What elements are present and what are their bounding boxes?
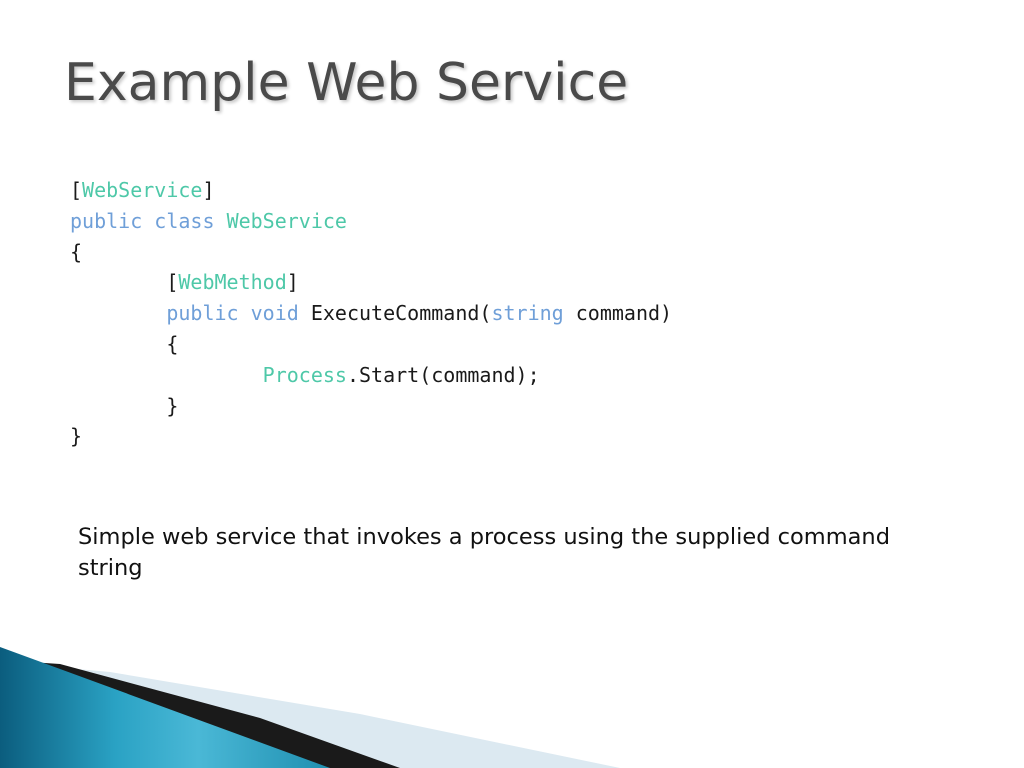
code-type-name: Process xyxy=(262,362,347,387)
code-text: ExecuteCommand( xyxy=(298,301,492,326)
code-text: } xyxy=(70,424,83,449)
code-line: public void ExecuteCommand(string comman… xyxy=(70,298,672,329)
code-text: ] xyxy=(286,270,299,295)
code-keyword: public xyxy=(70,208,143,233)
code-line: } xyxy=(70,391,672,422)
code-keyword: void xyxy=(250,301,299,326)
code-keyword: public xyxy=(166,301,239,326)
code-keyword: string xyxy=(491,301,564,326)
code-text: [ xyxy=(166,270,179,295)
code-line: public class WebService xyxy=(70,206,672,237)
code-text: { xyxy=(70,239,83,264)
code-line: Process.Start(command); xyxy=(70,360,672,391)
code-line: [WebService] xyxy=(70,175,672,206)
code-type-name: WebService xyxy=(82,178,203,202)
code-text: command) xyxy=(563,301,673,326)
code-line: } xyxy=(70,421,672,452)
code-type-name: WebService xyxy=(226,208,347,233)
slide-caption: Simple web service that invokes a proces… xyxy=(78,524,890,581)
teal-gradient-band xyxy=(0,647,330,768)
code-block: [WebService]public class WebService{ [We… xyxy=(70,175,672,452)
code-keyword: class xyxy=(154,208,215,233)
code-text: [ xyxy=(70,178,83,202)
code-text: ] xyxy=(202,178,215,202)
code-line: { xyxy=(70,329,672,360)
code-type-name: WebMethod xyxy=(178,270,287,295)
code-text: .Start(command); xyxy=(346,362,540,387)
code-text: } xyxy=(166,393,179,418)
code-line: { xyxy=(70,237,672,268)
code-line: [WebMethod] xyxy=(70,267,672,298)
code-text: { xyxy=(166,331,179,356)
slide-title: Example Web Service xyxy=(64,53,629,113)
